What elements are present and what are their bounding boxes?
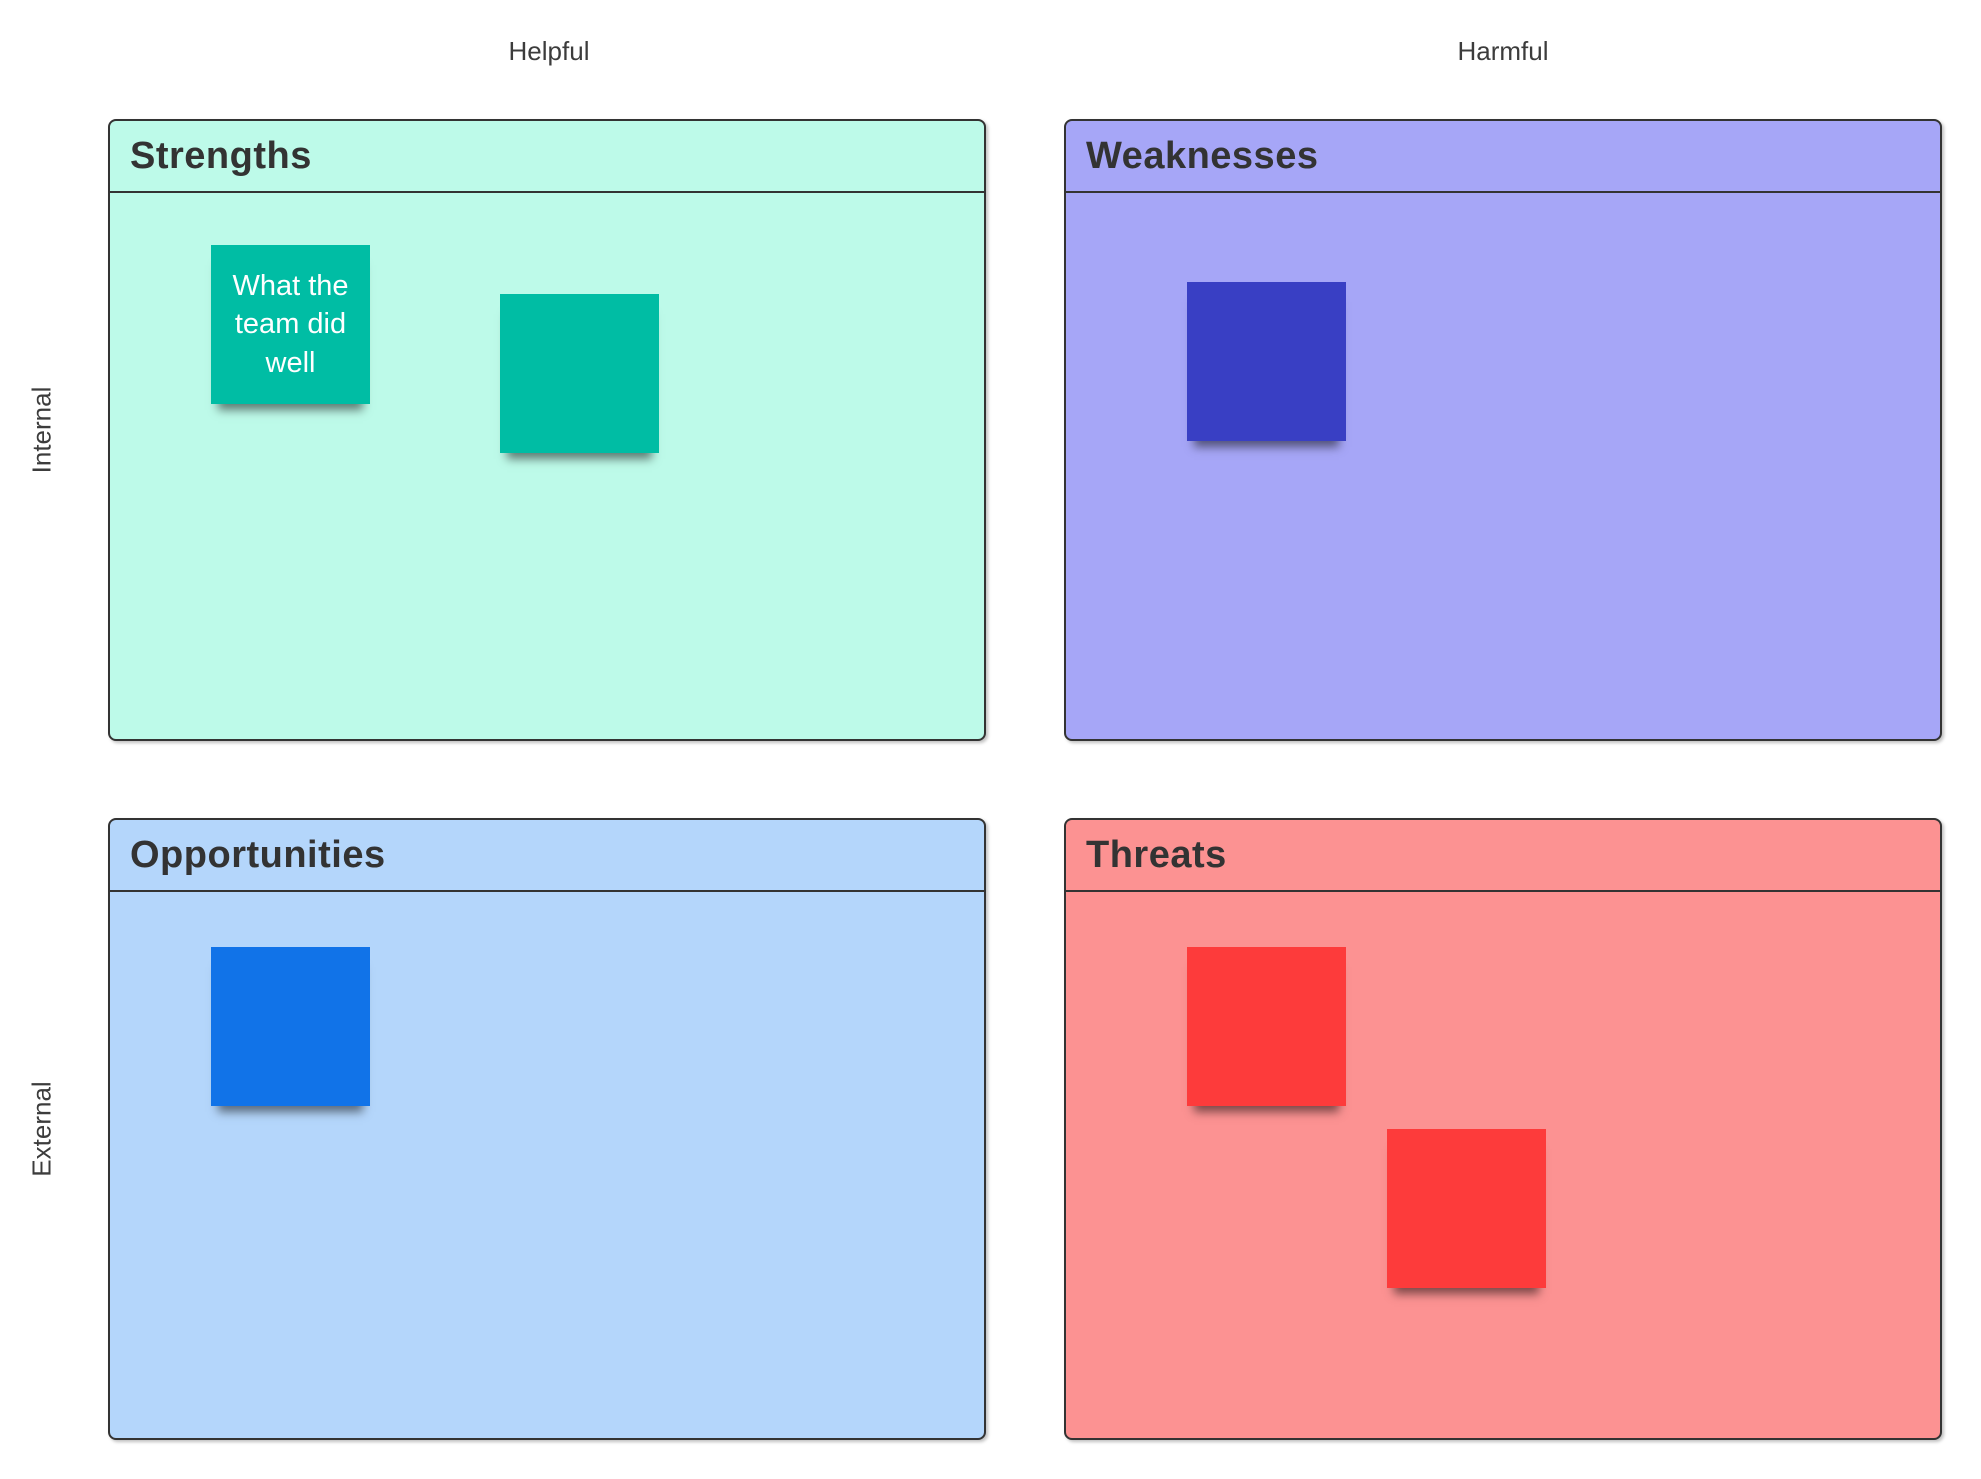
quadrant-weaknesses-title: Weaknesses xyxy=(1086,134,1319,177)
sticky-note-threats-1[interactable] xyxy=(1187,947,1346,1106)
quadrant-threats-title: Threats xyxy=(1086,833,1227,876)
quadrant-threats-body[interactable] xyxy=(1066,892,1940,1436)
column-label-harmful: Harmful xyxy=(1457,36,1549,66)
quadrant-opportunities-header: Opportunities xyxy=(110,820,984,892)
sticky-note-weaknesses-1[interactable] xyxy=(1187,282,1346,441)
quadrant-strengths-body[interactable]: What the team did well xyxy=(110,193,984,737)
quadrant-threats[interactable]: Threats xyxy=(1064,818,1942,1440)
quadrant-strengths-header: Strengths xyxy=(110,121,984,193)
quadrant-weaknesses[interactable]: Weaknesses xyxy=(1064,119,1942,741)
quadrant-opportunities-title: Opportunities xyxy=(130,833,386,876)
quadrant-opportunities[interactable]: Opportunities xyxy=(108,818,986,1440)
row-label-internal: Internal xyxy=(26,386,57,474)
quadrant-weaknesses-header: Weaknesses xyxy=(1066,121,1940,193)
sticky-note-text: What the team did well xyxy=(232,270,349,379)
column-label-helpful: Helpful xyxy=(508,36,590,66)
sticky-note-threats-2[interactable] xyxy=(1387,1129,1546,1288)
quadrant-threats-header: Threats xyxy=(1066,820,1940,892)
quadrant-strengths-title: Strengths xyxy=(130,134,312,177)
quadrant-strengths[interactable]: Strengths What the team did well xyxy=(108,119,986,741)
sticky-note-strengths-2[interactable] xyxy=(500,294,659,453)
sticky-note-opportunities-1[interactable] xyxy=(211,947,370,1106)
quadrant-weaknesses-body[interactable] xyxy=(1066,193,1940,737)
quadrant-opportunities-body[interactable] xyxy=(110,892,984,1436)
row-label-external: External xyxy=(26,1081,57,1177)
sticky-note-strengths-1[interactable]: What the team did well xyxy=(211,245,370,404)
